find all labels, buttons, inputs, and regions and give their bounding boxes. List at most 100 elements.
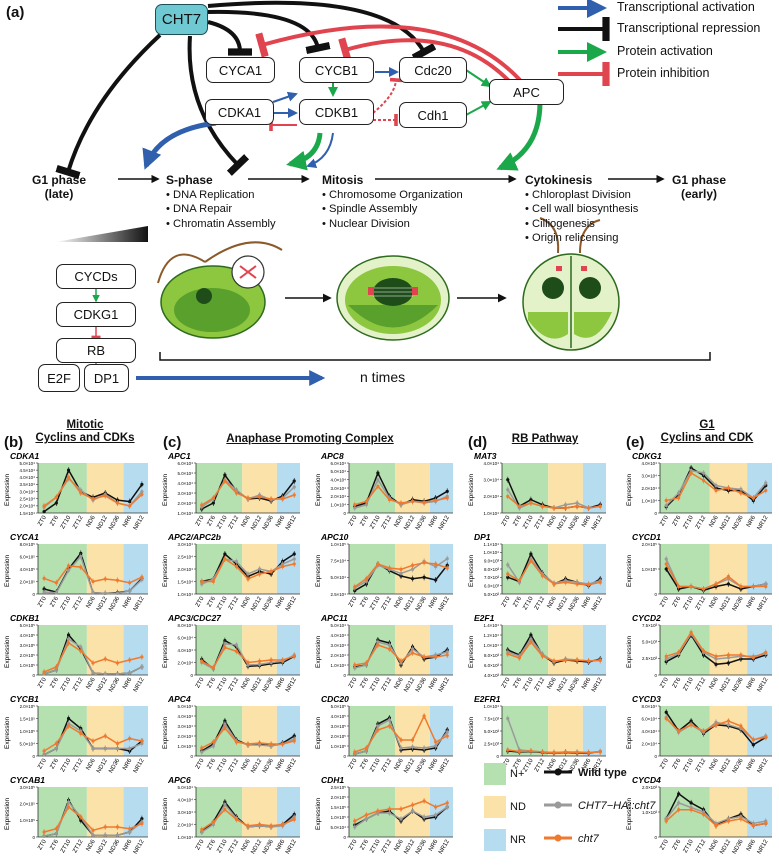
plot-y-tick-label: 0: [344, 835, 347, 840]
plot-point: [445, 496, 449, 500]
plot-point: [66, 475, 71, 479]
plot-x-tick-label: ND36: [568, 514, 581, 531]
plot-point: [66, 568, 71, 572]
plot-x-tick-label: NR6: [581, 676, 593, 690]
plot-y-label: Expression: [468, 716, 475, 749]
plot-point: [42, 504, 46, 508]
plot-point: [540, 504, 545, 508]
plot-point: [445, 805, 449, 809]
plot-point: [66, 724, 71, 728]
plot-x-tick-label: ND6: [86, 676, 98, 690]
plot-y-tick-label: 1.0×10⁴: [178, 835, 194, 840]
plot-point: [410, 651, 415, 655]
plot-y-tick-label: 4.0×10⁴: [178, 797, 194, 802]
plot-x-tick-label: ZT12: [381, 676, 394, 692]
plot-x-tick-label: ZT6: [672, 514, 683, 527]
plot-point: [739, 817, 743, 821]
plot-point: [751, 496, 755, 500]
plot-point: [257, 495, 262, 499]
plot-y-tick-label: 4.5×10⁴: [20, 468, 36, 473]
plot-point: [587, 583, 591, 587]
plot-apc1: APC1Expression1.0×10⁴2.0×10⁴3.0×10⁴4.0×1…: [162, 451, 300, 531]
plot-x-tick-label: ZT0: [37, 676, 48, 689]
plot-point: [764, 735, 768, 739]
plot-x-tick-label: ZT0: [659, 757, 670, 770]
plot-point: [506, 652, 510, 656]
plot-x-tick-label: ND12: [719, 838, 732, 855]
plot-point: [677, 584, 681, 589]
plot-point: [726, 486, 731, 490]
plot-x-tick-label: ND36: [415, 595, 428, 612]
s-phase-list: DNA Replication DNA Repair Chromatin Ass…: [166, 188, 276, 231]
plot-y-tick-label: 6.0×10⁴: [178, 635, 194, 640]
plot-point: [376, 484, 380, 488]
plot-y-label: Expression: [626, 554, 633, 587]
plot-point: [128, 671, 132, 675]
plot-y-tick-label: 2.0×10⁴: [484, 494, 500, 499]
plot-point: [664, 819, 668, 823]
plot-x-tick-label: ZT10: [216, 676, 229, 692]
plot-point: [664, 710, 668, 714]
plot-cdc20: CDC20Expression01.0×10⁵2.0×10⁵3.0×10⁵4.0…: [315, 694, 453, 774]
plot-x-tick-label: ND36: [108, 514, 121, 531]
legend-arrows: [558, 0, 610, 86]
plot-x-tick-label: ZT6: [50, 595, 61, 608]
plot-y-tick-label: 7.5×10⁴: [331, 558, 347, 563]
plot-point: [445, 653, 449, 657]
plot-point: [575, 504, 579, 508]
plot-x-tick-label: ND36: [262, 838, 275, 855]
s-item: Chromatin Assembly: [166, 217, 276, 231]
plot-y-tick-label: 4.0×10⁴: [178, 648, 194, 653]
plot-point: [739, 487, 743, 491]
plot-y-tick-label: 6.0×10⁴: [178, 461, 194, 466]
plot-y-tick-label: 0: [344, 511, 347, 516]
plot-point: [211, 744, 215, 748]
plot-point: [529, 749, 533, 753]
plot-shading: [276, 544, 300, 594]
plot-point: [257, 567, 262, 571]
plot-y-tick-label: 4.0×10⁴: [642, 729, 658, 734]
plot-point: [54, 591, 58, 595]
plot-point: [764, 821, 768, 825]
plot-point: [529, 552, 533, 556]
plot-point: [677, 801, 681, 805]
plot-x-tick-label: ZT10: [522, 676, 535, 692]
plot-x-tick-label: ZT0: [501, 514, 512, 527]
plot-y-tick-label: 1.5×10⁴: [20, 511, 36, 516]
plot-point: [269, 742, 273, 746]
plot-point: [598, 504, 602, 508]
plot-y-tick-label: 0: [655, 592, 658, 597]
plot-x-tick-label: NR12: [757, 757, 770, 774]
plot-x-tick-label: NR12: [285, 676, 298, 693]
plot-point: [281, 658, 285, 662]
plot-point: [103, 746, 107, 751]
plot-point: [714, 654, 718, 658]
node-cdh1: Cdh1: [399, 102, 467, 128]
plot-shading: [86, 625, 124, 675]
plot-y-tick-label: 6.0×10⁴: [331, 461, 347, 466]
node-cdc20: Cdc20: [399, 57, 467, 83]
plot-point: [281, 822, 285, 827]
plot-point: [200, 746, 204, 750]
plot-point: [353, 750, 357, 754]
plot-point: [445, 801, 449, 805]
plot-x-tick-label: ZT0: [195, 676, 206, 689]
plot-x-tick-label: NR6: [122, 514, 134, 528]
plot-point: [234, 564, 239, 569]
plot-x-tick-label: NR6: [275, 676, 287, 690]
plot-y-label: Expression: [468, 473, 475, 506]
plot-y-tick-label: 0: [33, 754, 36, 759]
plot-y-tick-label: 2.0×10⁴: [642, 741, 658, 746]
plot-point: [54, 501, 58, 505]
plot-shading: [429, 544, 453, 594]
plot-x-tick-label: ND6: [86, 514, 98, 528]
plot-x-tick-label: ND6: [394, 838, 406, 852]
plot-shading: [582, 463, 606, 513]
plot-point: [103, 734, 107, 738]
plot-y-tick-label: 5.0×10⁵: [331, 704, 347, 709]
plot-apc6: APC6Expression1.0×10⁴2.0×10⁴3.0×10⁴4.0×1…: [162, 775, 300, 855]
plot-y-label: Expression: [315, 554, 322, 587]
plot-x-tick-label: ND36: [568, 676, 581, 693]
plot-y-tick-label: 6.0×10³: [484, 583, 500, 588]
plot-point: [103, 833, 107, 837]
